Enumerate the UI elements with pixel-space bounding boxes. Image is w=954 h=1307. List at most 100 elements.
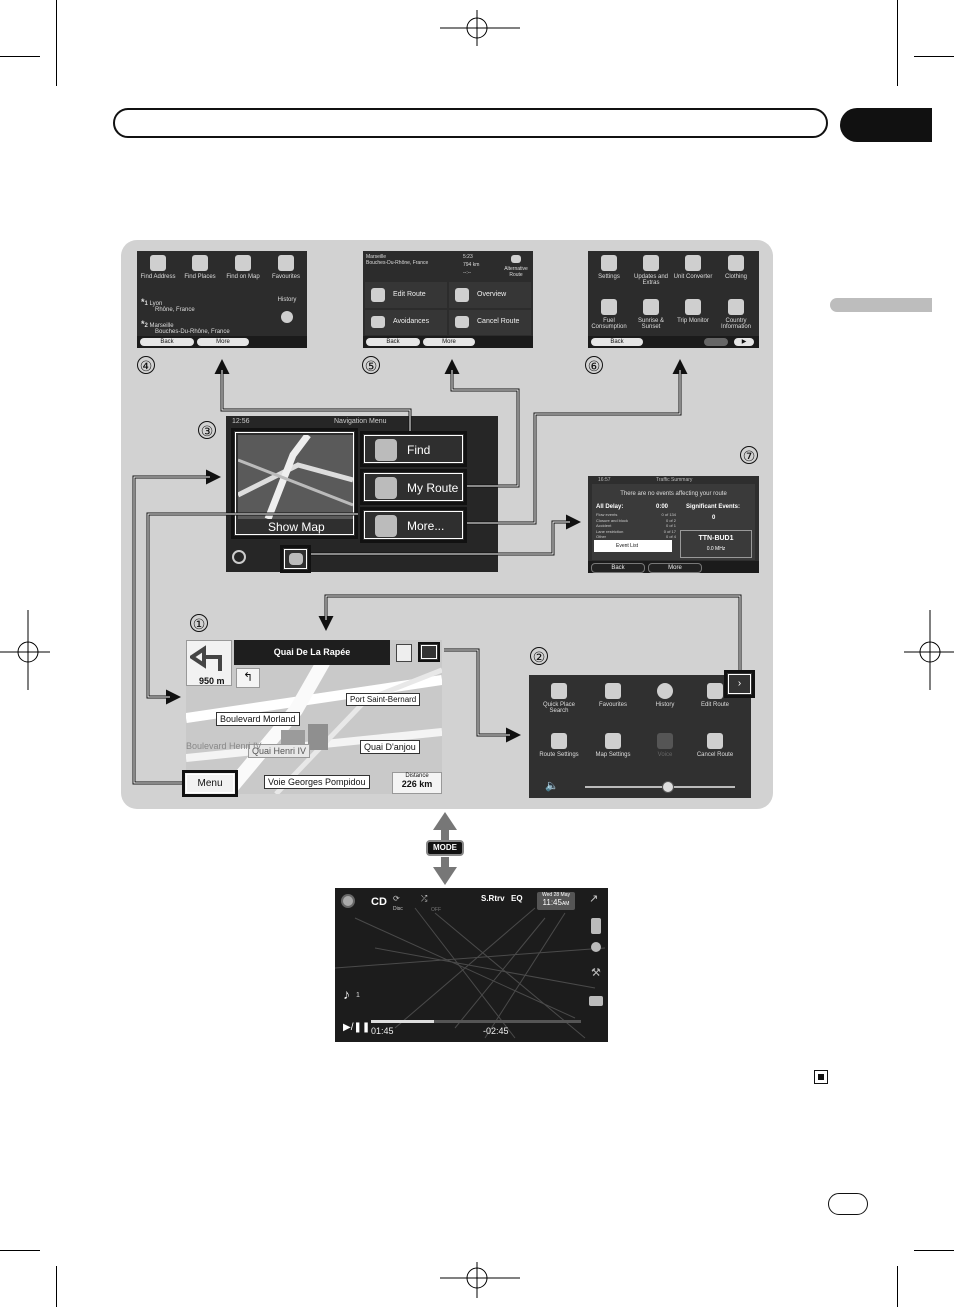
phone-icon[interactable]: [591, 918, 601, 934]
more-button[interactable]: More: [423, 338, 475, 346]
my-route-button[interactable]: My Route: [360, 469, 467, 505]
back-button[interactable]: Back: [591, 563, 645, 573]
info-icon: [728, 299, 744, 315]
voice-icon: [657, 733, 673, 749]
menu-item-find-places[interactable]: Find Places: [181, 255, 219, 280]
menu-item-favourites[interactable]: Favourites: [267, 255, 305, 280]
elapsed-time: 01:45: [371, 1026, 394, 1036]
menu-item-updates[interactable]: Updates and Extras: [631, 255, 671, 286]
settings-icon[interactable]: ⚒: [591, 967, 601, 979]
expand-icon[interactable]: ↗: [589, 893, 599, 905]
more-button[interactable]: More: [197, 338, 249, 346]
menu-item-route-settings[interactable]: Route Settings: [535, 733, 583, 758]
power-icon[interactable]: [232, 550, 246, 564]
next-page-button[interactable]: ›: [724, 670, 755, 698]
menu-item-find-address[interactable]: Find Address: [139, 255, 177, 280]
disc-repeat-icon[interactable]: ⟳Disc: [393, 894, 403, 912]
menu-item-favourites[interactable]: Favourites: [589, 683, 637, 708]
menu-item-sunrise[interactable]: Sunrise & Sunset: [631, 299, 671, 330]
history-button[interactable]: History: [269, 297, 305, 326]
quick-menu-button[interactable]: [418, 642, 440, 662]
significant-events-value: 0: [712, 515, 716, 521]
menu-item-quick-place-search[interactable]: Quick Place Search: [535, 683, 583, 714]
step-marker-4: ④: [137, 356, 155, 374]
back-button[interactable]: Back: [140, 338, 194, 346]
back-button[interactable]: Back: [366, 338, 420, 346]
menu-item-cancel-route[interactable]: Cancel Route: [449, 310, 531, 335]
next-turn-icon: ↰: [236, 668, 260, 688]
history-item-2[interactable]: *2 Marseille Bouches-Du-Rhône, France: [141, 319, 230, 335]
volume-knob[interactable]: [661, 781, 674, 793]
volume-slider[interactable]: [585, 781, 735, 793]
distance-box[interactable]: Distance 226 km: [392, 772, 442, 794]
crop-mark: [897, 0, 898, 86]
distance-to-turn: 950 m: [199, 676, 225, 686]
menu-item-unit-converter[interactable]: Unit Converter: [673, 255, 713, 280]
history-region: Bouches-Du-Rhône, France: [155, 329, 230, 335]
screen-more-menu: Settings Updates and Extras Unit Convert…: [588, 251, 759, 348]
clock-box: Wed 28 May 11:45AM: [537, 892, 575, 910]
distance-value: 226 km: [401, 779, 433, 789]
shirt-icon: [728, 255, 744, 271]
history-num: 2: [144, 323, 148, 329]
progress-bar[interactable]: [371, 1020, 581, 1023]
random-icon[interactable]: ⤮OFF: [421, 894, 441, 913]
screen-traffic-summary: 16:57 Traffic Summary There are no event…: [588, 476, 759, 573]
speaker-icon[interactable]: 🔈: [545, 780, 559, 792]
sound-retriever-label[interactable]: S.Rtrv: [481, 894, 505, 903]
star-icon: [278, 255, 294, 271]
menu-item-map-settings[interactable]: Map Settings: [589, 733, 637, 758]
menu-item-cancel-route[interactable]: Cancel Route: [691, 733, 739, 758]
find-button[interactable]: Find: [360, 431, 467, 467]
camera-icon[interactable]: [589, 996, 603, 1006]
station-box: TTN-BUD1 0.0 MHz: [680, 530, 752, 558]
back-button[interactable]: Back: [591, 338, 643, 346]
page-number-oval: [828, 1193, 868, 1215]
traffic-row-label: Accident: [596, 523, 612, 528]
cd-disc-icon: [341, 894, 355, 908]
route-settings-icon: [551, 733, 567, 749]
next-page-button[interactable]: ▶: [734, 338, 754, 346]
play-pause-button[interactable]: ▶/❚❚: [343, 1022, 371, 1033]
time: 11:45: [542, 898, 562, 907]
menu-item-clothing[interactable]: Clothing: [716, 255, 756, 280]
flag-icon: [455, 316, 469, 328]
pin-icon: [551, 683, 567, 699]
music-note-icon: ♪: [343, 986, 350, 1002]
menu-item-country-info[interactable]: Country Information: [716, 299, 756, 330]
menu-item-history[interactable]: History: [641, 683, 689, 708]
menu-item-overview[interactable]: Overview: [449, 282, 531, 308]
more-button[interactable]: More: [648, 563, 702, 573]
clock: 12:56: [232, 418, 250, 425]
globe-icon: [455, 288, 469, 302]
clock: 16:57: [598, 477, 611, 483]
menu-item-edit-route[interactable]: Edit Route: [691, 683, 739, 708]
menu-item-edit-route[interactable]: Edit Route: [365, 282, 447, 308]
map-pin-icon[interactable]: [591, 942, 601, 952]
history-item-1[interactable]: *1 Lyon Rhône, France: [141, 297, 195, 313]
traffic-icon[interactable]: [396, 644, 412, 662]
show-map-button[interactable]: Show Map: [231, 428, 358, 539]
traffic-button[interactable]: [280, 545, 311, 573]
more-button[interactable]: More...: [360, 507, 467, 543]
history-region: Rhône, France: [155, 307, 195, 313]
menu-item-find-on-map[interactable]: Find on Map: [223, 255, 263, 280]
station-frequency: 0.0 MHz: [706, 546, 726, 552]
step-marker-2: ②: [530, 647, 548, 665]
map-label-quai-henri: Quai Henri IV: [248, 744, 311, 758]
mode-button[interactable]: MODE: [426, 840, 464, 856]
menu-button[interactable]: Menu: [182, 770, 238, 797]
compass-icon: [657, 683, 673, 699]
eq-label[interactable]: EQ: [511, 894, 523, 903]
step-marker-3: ③: [198, 421, 216, 439]
menu-item-avoidances[interactable]: Avoidances: [365, 310, 447, 335]
menu-item-trip-monitor[interactable]: Trip Monitor: [673, 299, 713, 324]
section-side-tab: [830, 298, 932, 312]
menu-item-fuel[interactable]: Fuel Consumption: [589, 299, 629, 330]
alternative-route-button[interactable]: Alternative Route: [501, 255, 531, 278]
event-list-button[interactable]: Event List: [594, 540, 672, 552]
menu-item-settings[interactable]: Settings: [589, 255, 629, 280]
converter-icon: [685, 255, 701, 271]
traffic-row-label: Other: [596, 534, 607, 539]
